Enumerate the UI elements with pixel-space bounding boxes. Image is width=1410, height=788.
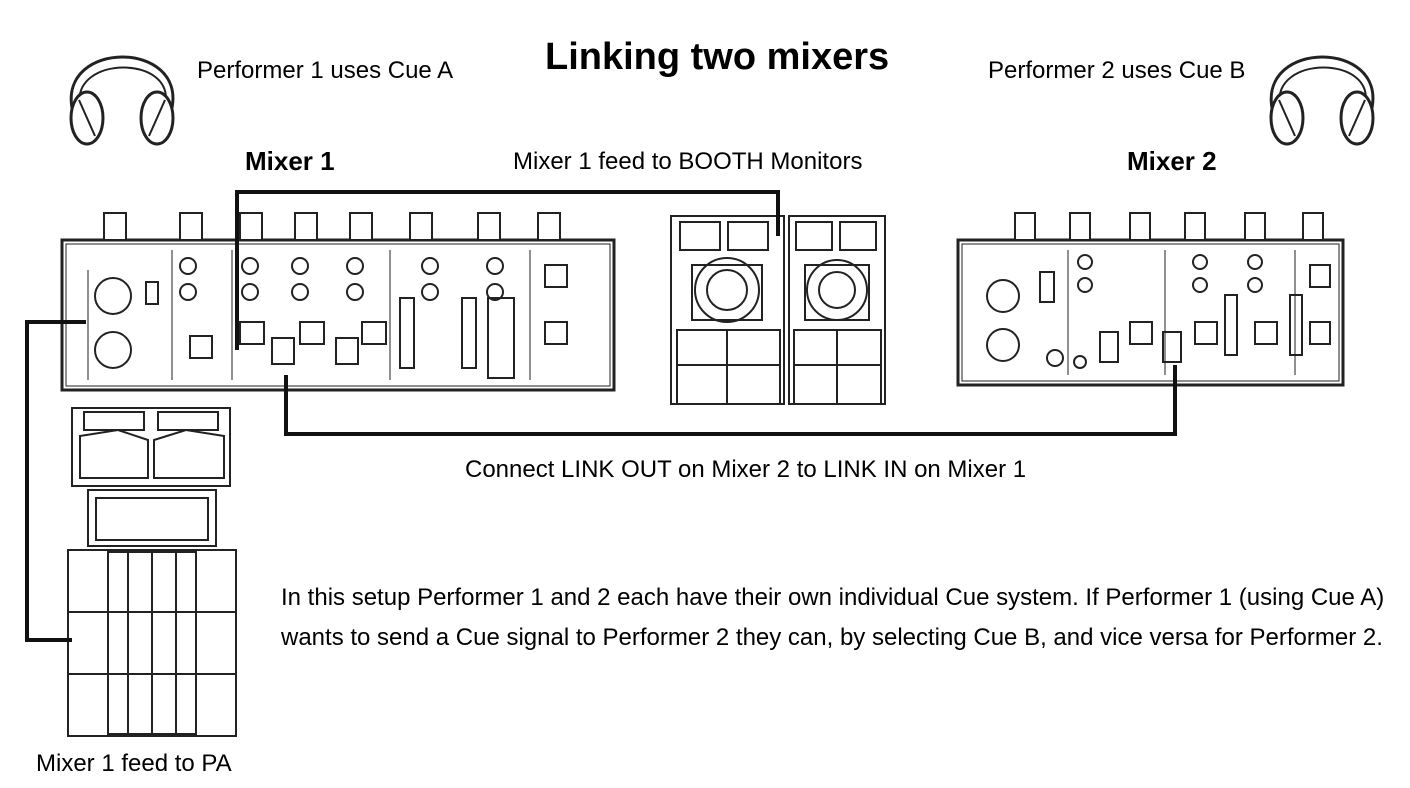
mixer-2-panel [956, 212, 1345, 387]
link-cable [284, 365, 1177, 436]
headphones-left-icon [69, 55, 175, 146]
mixer-1-label: Mixer 1 [245, 146, 335, 176]
performer-1-label: Performer 1 uses Cue A [197, 57, 454, 84]
booth-monitor-left [670, 215, 785, 405]
pa-feed-cable [25, 320, 86, 642]
booth-feed-cable [235, 190, 780, 350]
booth-feed-caption: Mixer 1 feed to BOOTH Monitors [513, 148, 863, 175]
pa-feed-caption: Mixer 1 feed to PA [36, 750, 232, 777]
link-caption: Connect LINK OUT on Mixer 2 to LINK IN o… [465, 456, 1027, 483]
pa-speaker-stack [67, 407, 237, 737]
headphones-right-icon [1269, 55, 1375, 146]
page-title: Linking two mixers [545, 36, 890, 78]
mixer-1-panel [60, 212, 616, 392]
booth-monitor-right [788, 215, 886, 405]
performer-2-label: Performer 2 uses Cue B [988, 57, 1246, 84]
setup-description: In this setup Performer 1 and 2 each hav… [281, 584, 1385, 651]
mixer-2-label: Mixer 2 [1127, 146, 1217, 176]
